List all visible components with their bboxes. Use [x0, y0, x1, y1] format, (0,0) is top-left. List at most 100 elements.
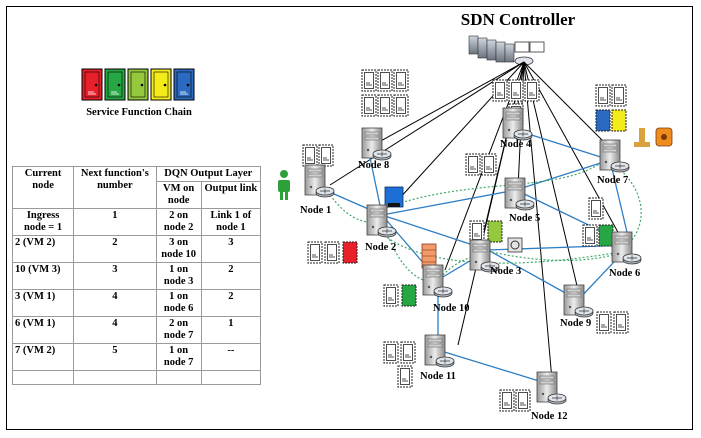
controller-title: SDN Controller: [461, 10, 576, 29]
header-current-node: Current node: [11, 166, 75, 209]
server-icon: [504, 177, 535, 211]
header-vm-on-node: VM on node: [155, 181, 202, 209]
node-label: Node 10: [433, 303, 469, 314]
server-icon: [536, 371, 567, 405]
server-icon: [366, 204, 397, 238]
function-2-icon: [104, 68, 126, 101]
vm-group-node8: [361, 69, 409, 117]
cell-current: 3 (VM 1): [11, 289, 75, 317]
cell-vm: 2 on node 7: [155, 316, 202, 344]
network-node-4: Node 4: [500, 107, 533, 150]
vm-group-node6: [582, 197, 614, 247]
cell-vm: 1 on node 7: [155, 343, 202, 371]
cell-link: 3: [200, 235, 262, 263]
function-4-icon: [150, 68, 172, 101]
vm-group-node9: [596, 311, 629, 334]
cell-link: 1: [200, 316, 262, 344]
function-1-icon: [81, 68, 103, 101]
function-5-icon: [173, 68, 195, 101]
vm-group-node11: [383, 341, 416, 388]
cell-next: 5: [73, 343, 157, 371]
cell-current: 6 (VM 1): [11, 316, 75, 344]
node-label: Node 12: [531, 411, 567, 422]
cell-next: 4: [73, 289, 157, 317]
cell-link: 2: [200, 289, 262, 317]
figure-frame: [6, 6, 693, 430]
network-node-7: Node 7: [597, 139, 630, 186]
node-label: Node 3: [490, 266, 521, 277]
cell-vm: 1 on node 6: [155, 289, 202, 317]
cell-vm: 2 on node 2: [155, 208, 202, 236]
header-output-link: Output link: [200, 181, 262, 209]
table-row: 3 (VM 1) 4 1 on node 6 2: [11, 289, 262, 317]
node-label: Node 9: [560, 318, 591, 329]
server-icon: [361, 127, 392, 161]
server-icon: [502, 107, 533, 141]
server-icon: [563, 284, 594, 318]
controller-switch-icon: [514, 41, 545, 66]
node-label: Node 5: [509, 213, 540, 224]
server-icon: [304, 164, 335, 198]
download-icon: [634, 128, 650, 147]
dqn-output-table: Current node Next function's number DQN …: [11, 166, 262, 385]
load-balancer-icon: [384, 186, 404, 208]
cell-vm: 3 on node 10: [155, 235, 202, 263]
controller-rack-icon: [468, 35, 515, 63]
network-node-10: Node 10: [422, 264, 469, 314]
table-row: 2 (VM 2) 2 3 on node 10 3: [11, 235, 262, 263]
service-function-chain-label: Service Function Chain: [86, 107, 192, 118]
server-icon: [599, 139, 630, 173]
firewall-icon: [421, 243, 437, 269]
cell-current: 10 (VM 3): [11, 262, 75, 290]
header-dqn-output-layer: DQN Output Layer: [155, 166, 262, 182]
node-label: Node 6: [609, 268, 640, 279]
network-node-2: Node 2: [365, 204, 397, 253]
node-label: Node 11: [420, 371, 456, 382]
node-label: Node 8: [358, 160, 389, 171]
vm-group-node12: [499, 389, 531, 412]
cell-next: 1: [73, 208, 157, 236]
nodes-layer: Node 1 Node 2 Node 3 Node 4 Node 5 Node 6 Node…: [300, 107, 642, 422]
cell-next: 3: [73, 262, 157, 290]
cell-link: --: [200, 343, 262, 371]
server-icon: [424, 334, 455, 368]
network-node-6: Node 6: [609, 231, 642, 279]
network-node-11: Node 11: [420, 334, 456, 382]
cell-vm: 1 on node 3: [155, 262, 202, 290]
node-label: Node 2: [365, 242, 396, 253]
vm-group-node2: [307, 241, 358, 264]
server-icon: [611, 231, 642, 265]
cell-current: 2 (VM 2): [11, 235, 75, 263]
network-node-3: Node 3: [469, 239, 521, 277]
header-next-function: Next function's number: [73, 166, 157, 209]
network-node-5: Node 5: [504, 177, 540, 224]
table-row: 6 (VM 1) 4 2 on node 7 1: [11, 316, 262, 344]
table-row: Ingress node = 1 1 2 on node 2 Link 1 of…: [11, 208, 262, 236]
cell-link: Link 1 of node 1: [200, 208, 262, 236]
cell-current: Ingress node = 1: [11, 208, 75, 236]
table-row: 10 (VM 3) 3 1 on node 3 2: [11, 262, 262, 290]
table-row: 7 (VM 2) 5 1 on node 7 --: [11, 343, 262, 371]
cell-next: 2: [73, 235, 157, 263]
vm-group-node3: [469, 220, 503, 243]
table-row-empty: [11, 370, 262, 385]
service-function-chain: [81, 68, 195, 101]
user-icon: [278, 170, 290, 200]
network-node-9: Node 9: [560, 284, 594, 329]
node-label: Node 7: [597, 175, 628, 186]
function-3-icon: [127, 68, 149, 101]
server-icon: [422, 264, 453, 298]
vm-group-node7: [595, 84, 627, 132]
orange-appliance-icon: [655, 127, 673, 147]
vm-group-node5: [465, 153, 497, 176]
cell-next: 4: [73, 316, 157, 344]
node-label: Node 4: [500, 139, 532, 150]
camera-icon: [507, 237, 523, 253]
network-node-1: Node 1: [300, 164, 335, 216]
node-label: Node 1: [300, 205, 331, 216]
vm-group-node1: [302, 144, 334, 167]
cell-link: 2: [200, 262, 262, 290]
network-node-8: Node 8: [358, 127, 392, 171]
vm-group-node10: [383, 284, 417, 307]
